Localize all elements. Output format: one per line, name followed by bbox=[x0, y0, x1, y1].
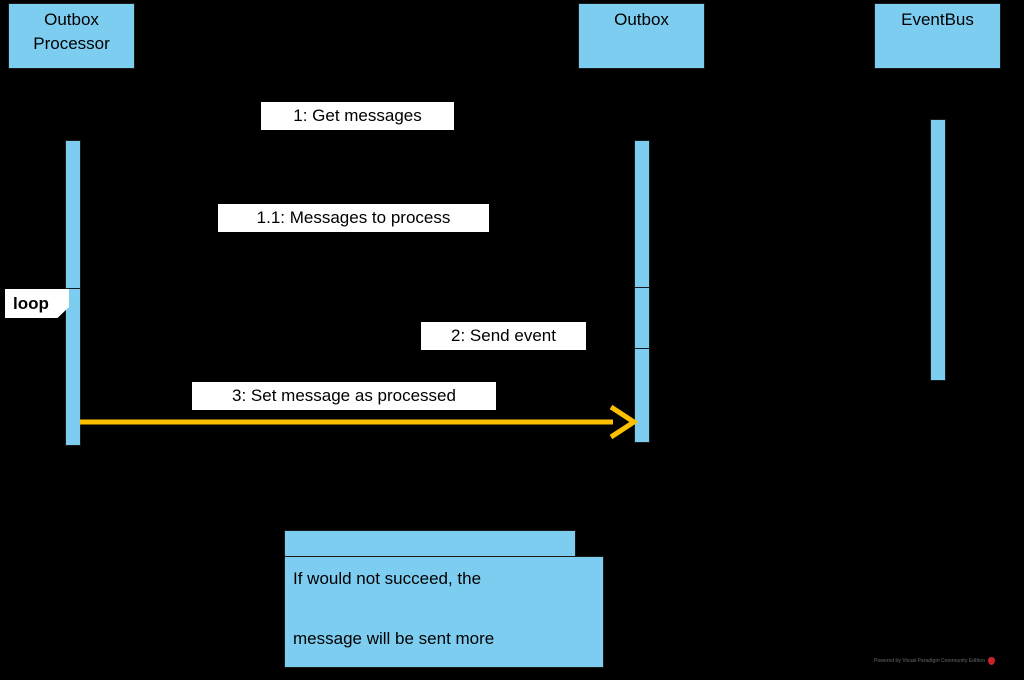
participant-outbox-processor[interactable]: Outbox Processor bbox=[8, 3, 135, 69]
message-label-1[interactable]: 1: Get messages bbox=[261, 102, 454, 130]
note-retry-line1: If would not succeed, the bbox=[293, 569, 482, 588]
activation-divider bbox=[65, 288, 81, 289]
watermark-text: Powered by Visual Paradigm Community Edi… bbox=[874, 658, 986, 664]
activation-bar-outbox bbox=[634, 140, 650, 443]
note-retry-line2: message will be sent more bbox=[293, 629, 495, 648]
message-arrow-3[interactable] bbox=[78, 404, 639, 440]
note-retry-lower[interactable] bbox=[284, 556, 604, 668]
participant-outbox[interactable]: Outbox bbox=[578, 3, 705, 69]
activation-divider bbox=[634, 348, 650, 349]
participant-outbox-processor-line2: Processor bbox=[33, 34, 110, 53]
message-label-2[interactable]: 2: Send event bbox=[421, 322, 586, 350]
arrow-head-icon bbox=[609, 404, 639, 440]
watermark: Powered by Visual Paradigm Community Edi… bbox=[874, 657, 996, 665]
message-label-1-1[interactable]: 1.1: Messages to process bbox=[218, 204, 489, 232]
fragment-label-loop: loop bbox=[5, 289, 69, 318]
participant-eventbus-line1: EventBus bbox=[901, 10, 974, 29]
participant-outbox-line1: Outbox bbox=[614, 10, 669, 29]
message-label-3[interactable]: 3: Set message as processed bbox=[192, 382, 496, 410]
activation-divider bbox=[634, 287, 650, 288]
note-retry-text: If would not succeed, the message will b… bbox=[293, 534, 593, 680]
participant-outbox-processor-line1: Outbox bbox=[44, 10, 99, 29]
visual-paradigm-logo-icon bbox=[988, 657, 996, 665]
participant-eventbus[interactable]: EventBus bbox=[874, 3, 1001, 69]
activation-bar-eventbus bbox=[930, 119, 946, 381]
